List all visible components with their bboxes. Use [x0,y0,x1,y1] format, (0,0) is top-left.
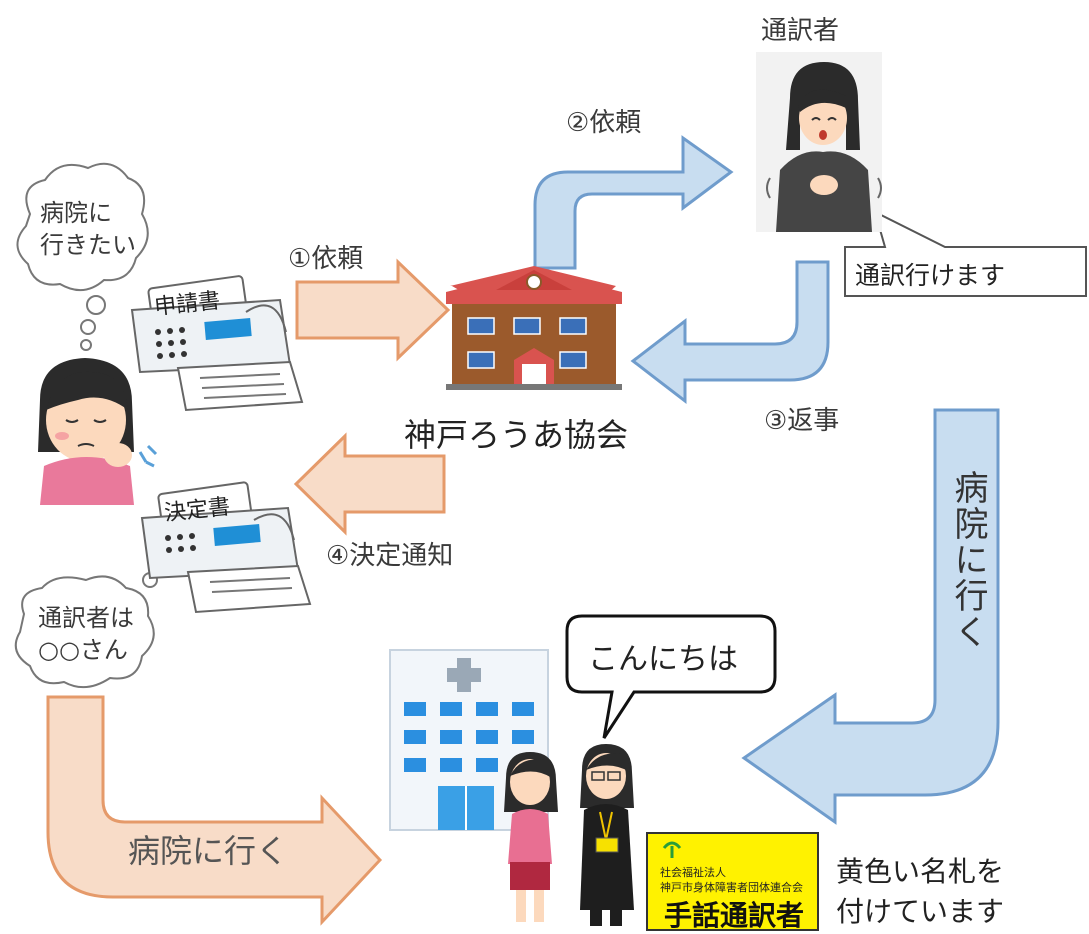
go-hospital-vertical-label: 病院に行く [948,470,988,650]
can-go-text: 通訳行けます [855,261,1006,290]
association-building-icon [446,266,622,390]
arrow-step3 [630,260,830,405]
want-hospital-text: 病院に 行きたい [40,199,136,259]
interpreter-is-text: 通訳者は ○○さん [38,604,134,664]
badge-logo-icon [662,841,682,858]
speech-box-can-go [844,210,1087,297]
interpreter-with-badge-icon [580,744,634,926]
step4-label: ④決定通知 [326,541,454,571]
go-hospital-horizontal-label: 病院に行く [128,832,289,870]
arrow-go-hospital-orange [46,695,383,926]
decision-doc-label: 決定書 [163,494,232,527]
patient-woman-icon [504,752,558,922]
step2-label: ②依頼 [566,108,642,138]
arrow-go-hospital-blue [741,408,1000,825]
interpreter-title: 通訳者 [761,16,840,46]
worried-woman-icon [38,358,158,505]
thought-bubble-want-hospital [16,162,149,351]
step3-label: ③返事 [764,406,840,436]
fax-machine-application-icon [130,275,304,412]
hello-text: こんにちは [588,642,738,677]
badge-org-line2: 神戸市身体障害者団体連合会 [660,881,803,894]
interpreter-person-icon [756,52,882,232]
step1-label: ①依頼 [288,244,364,274]
application-doc-label: 申請書 [153,288,222,321]
arrow-step4 [293,432,446,536]
arrow-step1 [295,258,451,362]
arrow-step2 [533,135,734,270]
badge-org-line1: 社会福祉法人 [660,866,726,879]
association-name: 神戸ろうあ協会 [404,416,629,454]
badge-title: 手話通訳者 [664,899,805,932]
yellow-name-badge [646,832,819,931]
yellow-tag-note: 黄色い名札を 付けています [836,855,1005,928]
speech-bubble-hello [565,614,777,739]
fax-machine-decision-icon [140,481,312,614]
